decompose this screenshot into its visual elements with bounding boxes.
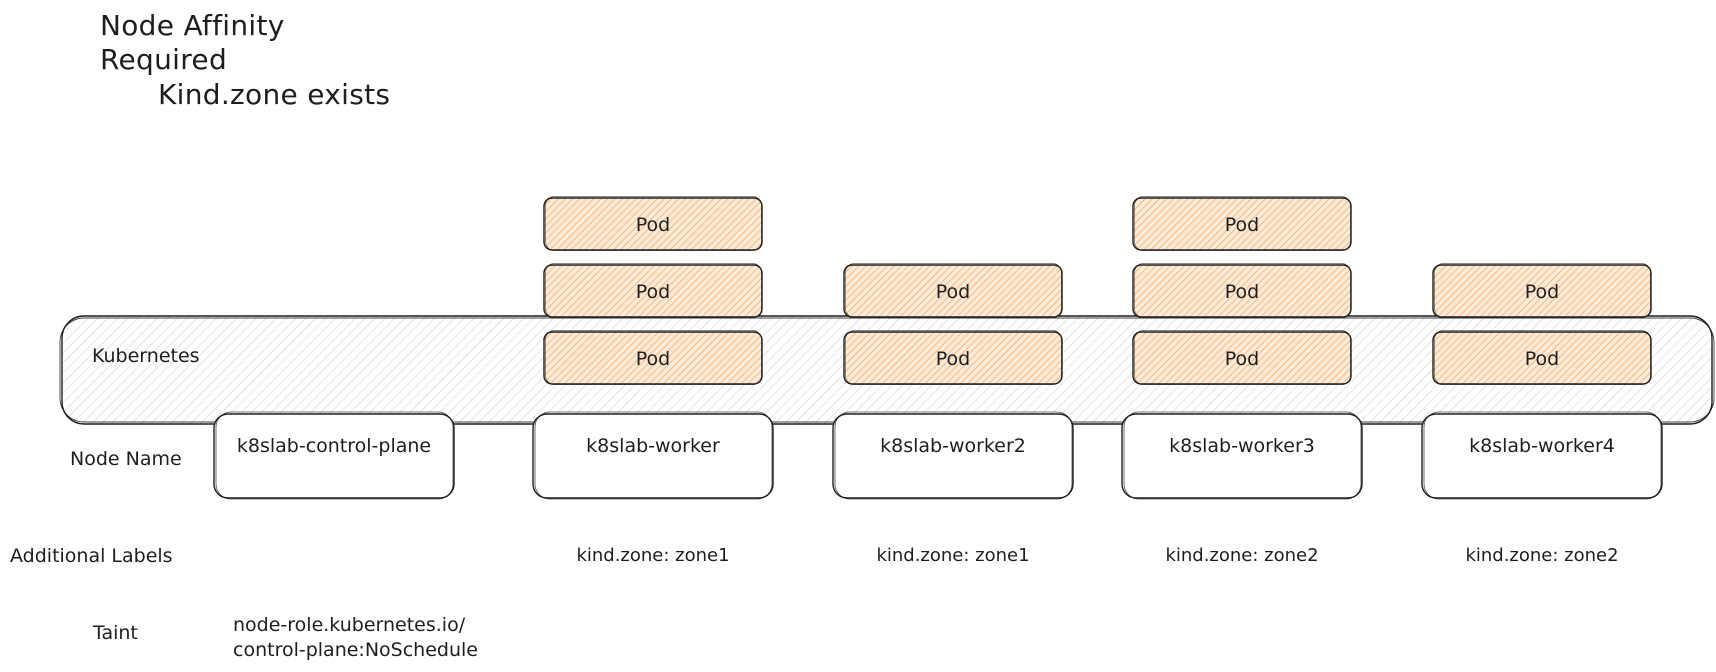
row-label-additional-labels: Additional Labels xyxy=(10,545,173,567)
pod: Pod xyxy=(543,263,763,318)
pod: Pod xyxy=(843,330,1063,385)
pod-label: Pod xyxy=(636,214,670,236)
pod: Pod xyxy=(843,263,1063,318)
node-name: k8slab-worker xyxy=(586,435,720,457)
taint-value-line-1: node-role.kubernetes.io/ xyxy=(233,614,466,636)
taint-value-line-2: control-plane:NoSchedule xyxy=(233,639,478,661)
pod-label: Pod xyxy=(936,348,970,370)
diagram-title-line-2: Required xyxy=(100,43,228,76)
node-zone-label: kind.zone: zone1 xyxy=(576,545,729,566)
diagram-title-line-1: Node Affinity xyxy=(100,9,285,42)
node-name: k8slab-control-plane xyxy=(237,435,431,457)
pod-label: Pod xyxy=(636,281,670,303)
kubernetes-label: Kubernetes xyxy=(92,345,200,367)
row-label-node-name: Node Name xyxy=(70,448,182,470)
pod: Pod xyxy=(543,330,763,385)
pod-label: Pod xyxy=(1225,214,1259,236)
node-box: k8slab-worker3 xyxy=(1121,411,1363,500)
node-box: k8slab-worker2 xyxy=(832,411,1074,500)
node-zone-label: kind.zone: zone2 xyxy=(1165,545,1318,566)
node-box: k8slab-worker4 xyxy=(1421,411,1663,500)
node-zone-label: kind.zone: zone2 xyxy=(1465,545,1618,566)
pod: Pod xyxy=(1432,330,1652,385)
node-name: k8slab-worker2 xyxy=(880,435,1026,457)
pod-label: Pod xyxy=(636,348,670,370)
taint-value: node-role.kubernetes.io/ control-plane:N… xyxy=(233,613,478,663)
pod: Pod xyxy=(1132,330,1352,385)
pod-label: Pod xyxy=(1525,348,1559,370)
pod-label: Pod xyxy=(1225,348,1259,370)
node-box: k8slab-worker xyxy=(532,411,774,500)
zone-labels-layer: kind.zone: zone1 kind.zone: zone1 kind.zon… xyxy=(576,545,1618,566)
diagram-title-line-3: Kind.zone exists xyxy=(158,78,391,111)
row-label-taint: Taint xyxy=(93,622,138,644)
node-name: k8slab-worker3 xyxy=(1169,435,1315,457)
pod: Pod xyxy=(1132,196,1352,251)
pod: Pod xyxy=(1132,263,1352,318)
pod: Pod xyxy=(543,196,763,251)
pod-label: Pod xyxy=(1225,281,1259,303)
nodes-layer: k8slab-control-plane k8slab-worker k8slab-… xyxy=(213,411,1663,500)
pod-label: Pod xyxy=(936,281,970,303)
node-zone-label: kind.zone: zone1 xyxy=(876,545,1029,566)
pod-label: Pod xyxy=(1525,281,1559,303)
node-box: k8slab-control-plane xyxy=(213,411,455,500)
pod: Pod xyxy=(1432,263,1652,318)
node-name: k8slab-worker4 xyxy=(1469,435,1615,457)
